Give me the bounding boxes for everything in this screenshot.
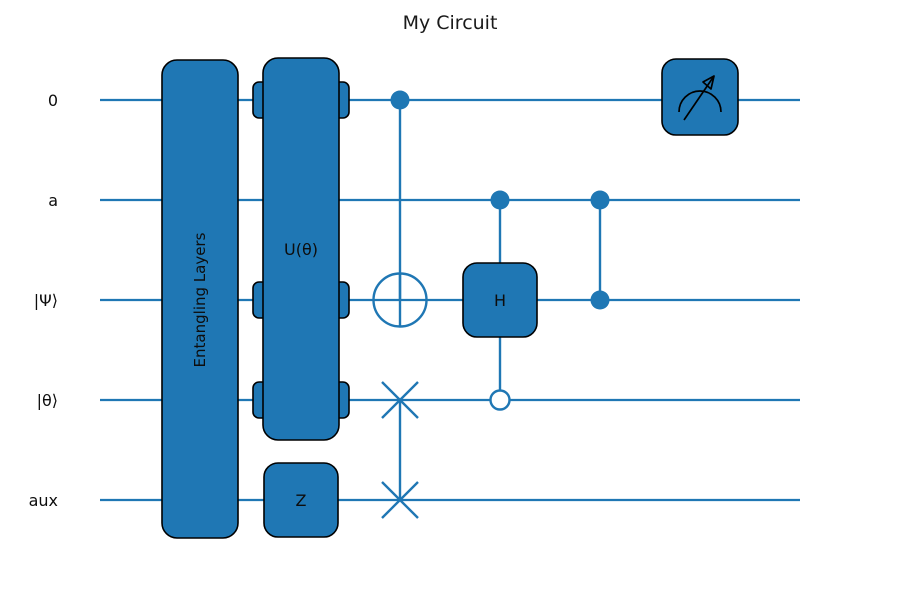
controlled-h-control-dot-wire-a[interactable] (490, 190, 510, 210)
gate-label-h: H (494, 291, 506, 310)
gate-body-h[interactable] (462, 262, 538, 338)
gate-measure[interactable] (661, 58, 739, 136)
wire-label-theta: |θ⟩ (37, 391, 58, 410)
meter-icon (678, 75, 722, 121)
wire-label-aux: aux (29, 491, 58, 510)
gate-label-entangling-layers: Entangling Layers (191, 232, 209, 367)
swap-x-wire-theta[interactable] (381, 381, 419, 419)
gate-controlled-h[interactable]: H (462, 190, 538, 411)
controlled-h-open-control-wire-theta[interactable] (489, 389, 511, 411)
wire-label-psi: |Ψ⟩ (34, 291, 58, 310)
gate-body-entangling-layers[interactable] (161, 59, 239, 539)
gate-body-z[interactable] (263, 462, 339, 538)
wire-label-a: a (48, 191, 58, 210)
swap-x-wire-aux[interactable] (381, 481, 419, 519)
wire-label-group: 0 a |Ψ⟩ |θ⟩ aux (29, 91, 58, 510)
cz-control-dot-wire-psi[interactable] (590, 290, 610, 310)
gate-label-z: Z (296, 491, 307, 510)
gate-body-u-theta[interactable] (262, 57, 340, 441)
gate-z-aux[interactable]: Z (263, 462, 339, 538)
gate-cz[interactable] (590, 190, 610, 310)
gate-entangling-layers[interactable]: Entangling Layers (161, 59, 239, 539)
gate-cnot[interactable] (372, 90, 428, 328)
figure-title: My Circuit (403, 12, 498, 34)
gate-swap[interactable] (381, 381, 419, 519)
cnot-control-dot-wire-0[interactable] (390, 90, 410, 110)
wire-label-0: 0 (48, 91, 58, 110)
gate-u-theta[interactable]: U(θ) (252, 57, 350, 441)
gate-label-u-theta: U(θ) (284, 240, 318, 259)
cz-control-dot-wire-a[interactable] (590, 190, 610, 210)
